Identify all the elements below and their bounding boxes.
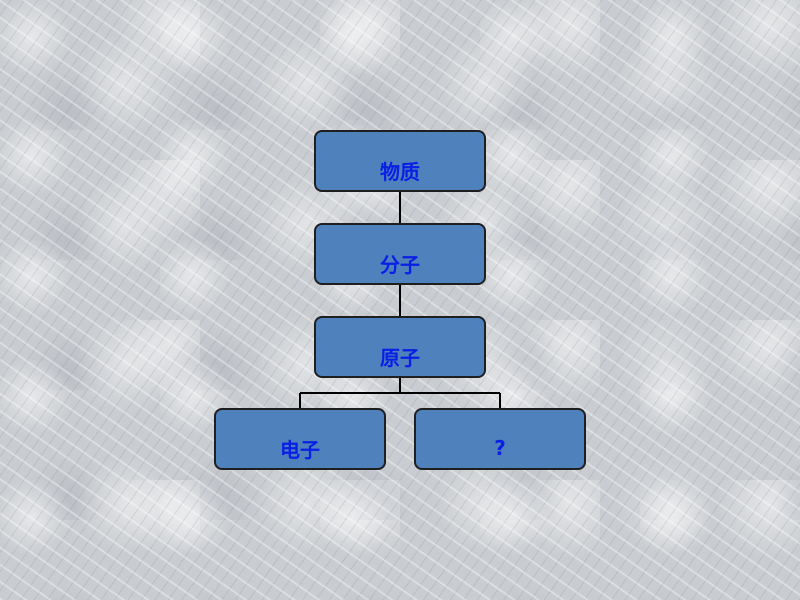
node-molecule: 分子 [314,223,486,285]
node-matter: 物质 [314,130,486,192]
node-unknown-label: ? [494,436,506,460]
node-atom: 原子 [314,316,486,378]
node-molecule-label: 分子 [380,252,420,277]
node-electron-label: 电子 [280,437,320,462]
node-unknown: ? [414,408,586,470]
node-atom-label: 原子 [380,345,420,370]
node-electron: 电子 [214,408,386,470]
node-matter-label: 物质 [380,159,420,184]
